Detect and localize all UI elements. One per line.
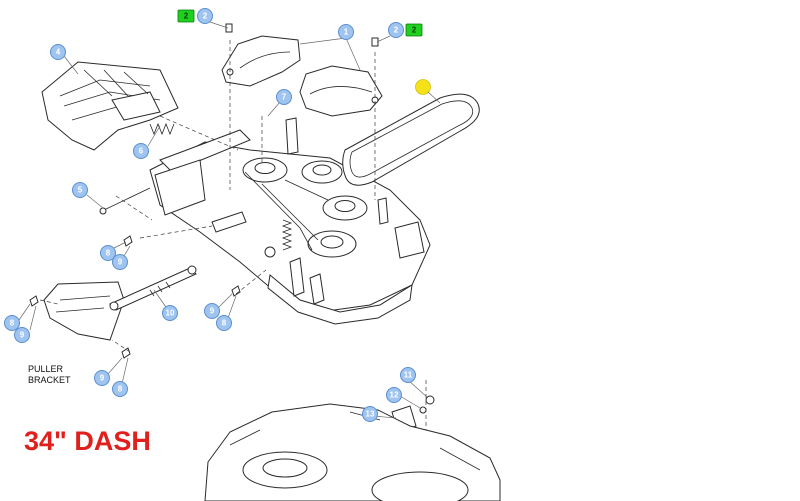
puller-bracket (43, 281, 125, 341)
callout-1: 1 (338, 24, 354, 40)
callout-9-a-label: 9 (118, 258, 123, 267)
callout-5: 5 (72, 182, 88, 198)
callout-8-a: 8 (100, 245, 116, 261)
callout-6-label: 6 (139, 147, 144, 156)
callout-2-right: 2 (388, 22, 404, 38)
page-title: 34" DASH (24, 426, 151, 456)
callout-9-c-label: 9 (210, 307, 215, 316)
hinge-rod (99, 187, 151, 215)
callout-11: 11 (400, 367, 416, 383)
callout-9-a: 9 (112, 254, 128, 270)
deck-pulleys (242, 157, 368, 258)
tension-spring (281, 219, 293, 251)
callout-2-left: 2 (197, 8, 213, 24)
callout-8-d-label: 8 (118, 385, 123, 394)
callout-9-b: 9 (14, 327, 30, 343)
assembly-lines (39, 40, 427, 430)
callout-10: 10 (162, 305, 178, 321)
callout-8-b: 8 (4, 315, 20, 331)
callout-13-label: 13 (366, 410, 375, 419)
deck-belt (244, 171, 329, 251)
callout-1-label: 1 (344, 28, 349, 37)
quantity-tag-left-label: 2 (184, 12, 189, 21)
callout-11-label: 11 (404, 371, 413, 380)
replacement-belt (342, 93, 480, 186)
callout-9-d-label: 9 (100, 374, 105, 383)
hardware-clips (29, 235, 241, 359)
discharge-chute (41, 61, 179, 151)
quantity-tag-left: 2 (177, 9, 195, 23)
callout-9-c: 9 (204, 303, 220, 319)
callout-13: 13 (362, 406, 378, 422)
pulley-covers (221, 35, 383, 117)
callout-7-label: 7 (282, 93, 287, 102)
quantity-tag-right: 2 (405, 23, 423, 37)
callout-8-d: 8 (112, 381, 128, 397)
callout-8-c: 8 (216, 315, 232, 331)
callout-4: 4 (50, 44, 66, 60)
callout-12: 12 (386, 387, 402, 403)
lower-deck-assembly (204, 403, 501, 501)
callout-9-b-label: 9 (20, 331, 25, 340)
quantity-tag-right-label: 2 (412, 26, 417, 35)
callout-10-label: 10 (166, 309, 175, 318)
linkage-rod (109, 265, 197, 311)
callout-12-label: 12 (390, 391, 399, 400)
callout-8-a-label: 8 (106, 249, 111, 258)
callout-leaders (18, 21, 429, 419)
puller-bracket-label: PULLER BRACKET (28, 364, 71, 385)
callout-8-b-label: 8 (10, 319, 15, 328)
chute-spring (149, 122, 175, 136)
callout-7: 7 (276, 89, 292, 105)
callout-4-label: 4 (56, 48, 61, 57)
callout-2-left-label: 2 (203, 12, 208, 21)
callout-6: 6 (133, 143, 149, 159)
callout-5-label: 5 (78, 186, 83, 195)
highlight-marker (415, 79, 431, 95)
callout-9-d: 9 (94, 370, 110, 386)
callout-8-c-label: 8 (222, 319, 227, 328)
cover-bolts (225, 23, 379, 47)
callout-2-right-label: 2 (394, 26, 399, 35)
